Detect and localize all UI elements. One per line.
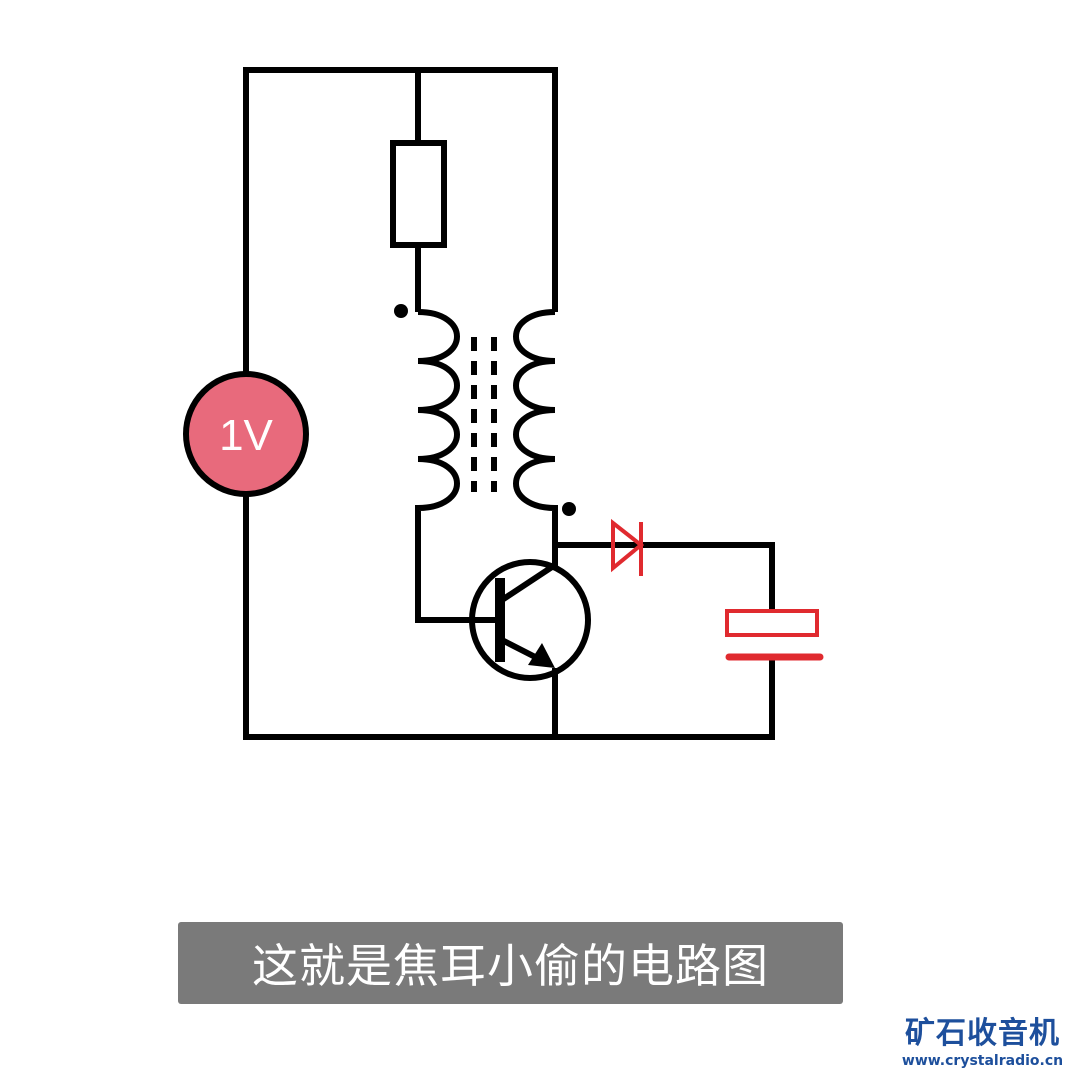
voltage-source bbox=[183, 371, 309, 497]
emitter-arrow-icon bbox=[528, 643, 555, 668]
secondary-coil bbox=[513, 309, 775, 612]
wire-left-bottom bbox=[243, 494, 775, 740]
transistor bbox=[469, 559, 591, 681]
transistor-collector bbox=[500, 545, 558, 603]
capacitor-plate bbox=[725, 609, 819, 637]
wire-top-loop bbox=[243, 67, 558, 375]
polarity-dot bbox=[562, 502, 576, 516]
diode bbox=[611, 518, 645, 573]
caption: 这就是焦耳小偷的电路图 bbox=[178, 922, 843, 1004]
watermark-logo: 矿石收音机 www.crystalradio.cn bbox=[900, 1016, 1065, 1070]
primary-coil bbox=[415, 309, 496, 623]
watermark-title: 矿石收音机 bbox=[905, 1016, 1060, 1051]
voltage-source-label: 1V bbox=[219, 411, 273, 460]
resistor bbox=[390, 140, 447, 248]
watermark-url: www.crystalradio.cn bbox=[901, 1053, 1064, 1069]
polarity-dot bbox=[394, 304, 408, 318]
